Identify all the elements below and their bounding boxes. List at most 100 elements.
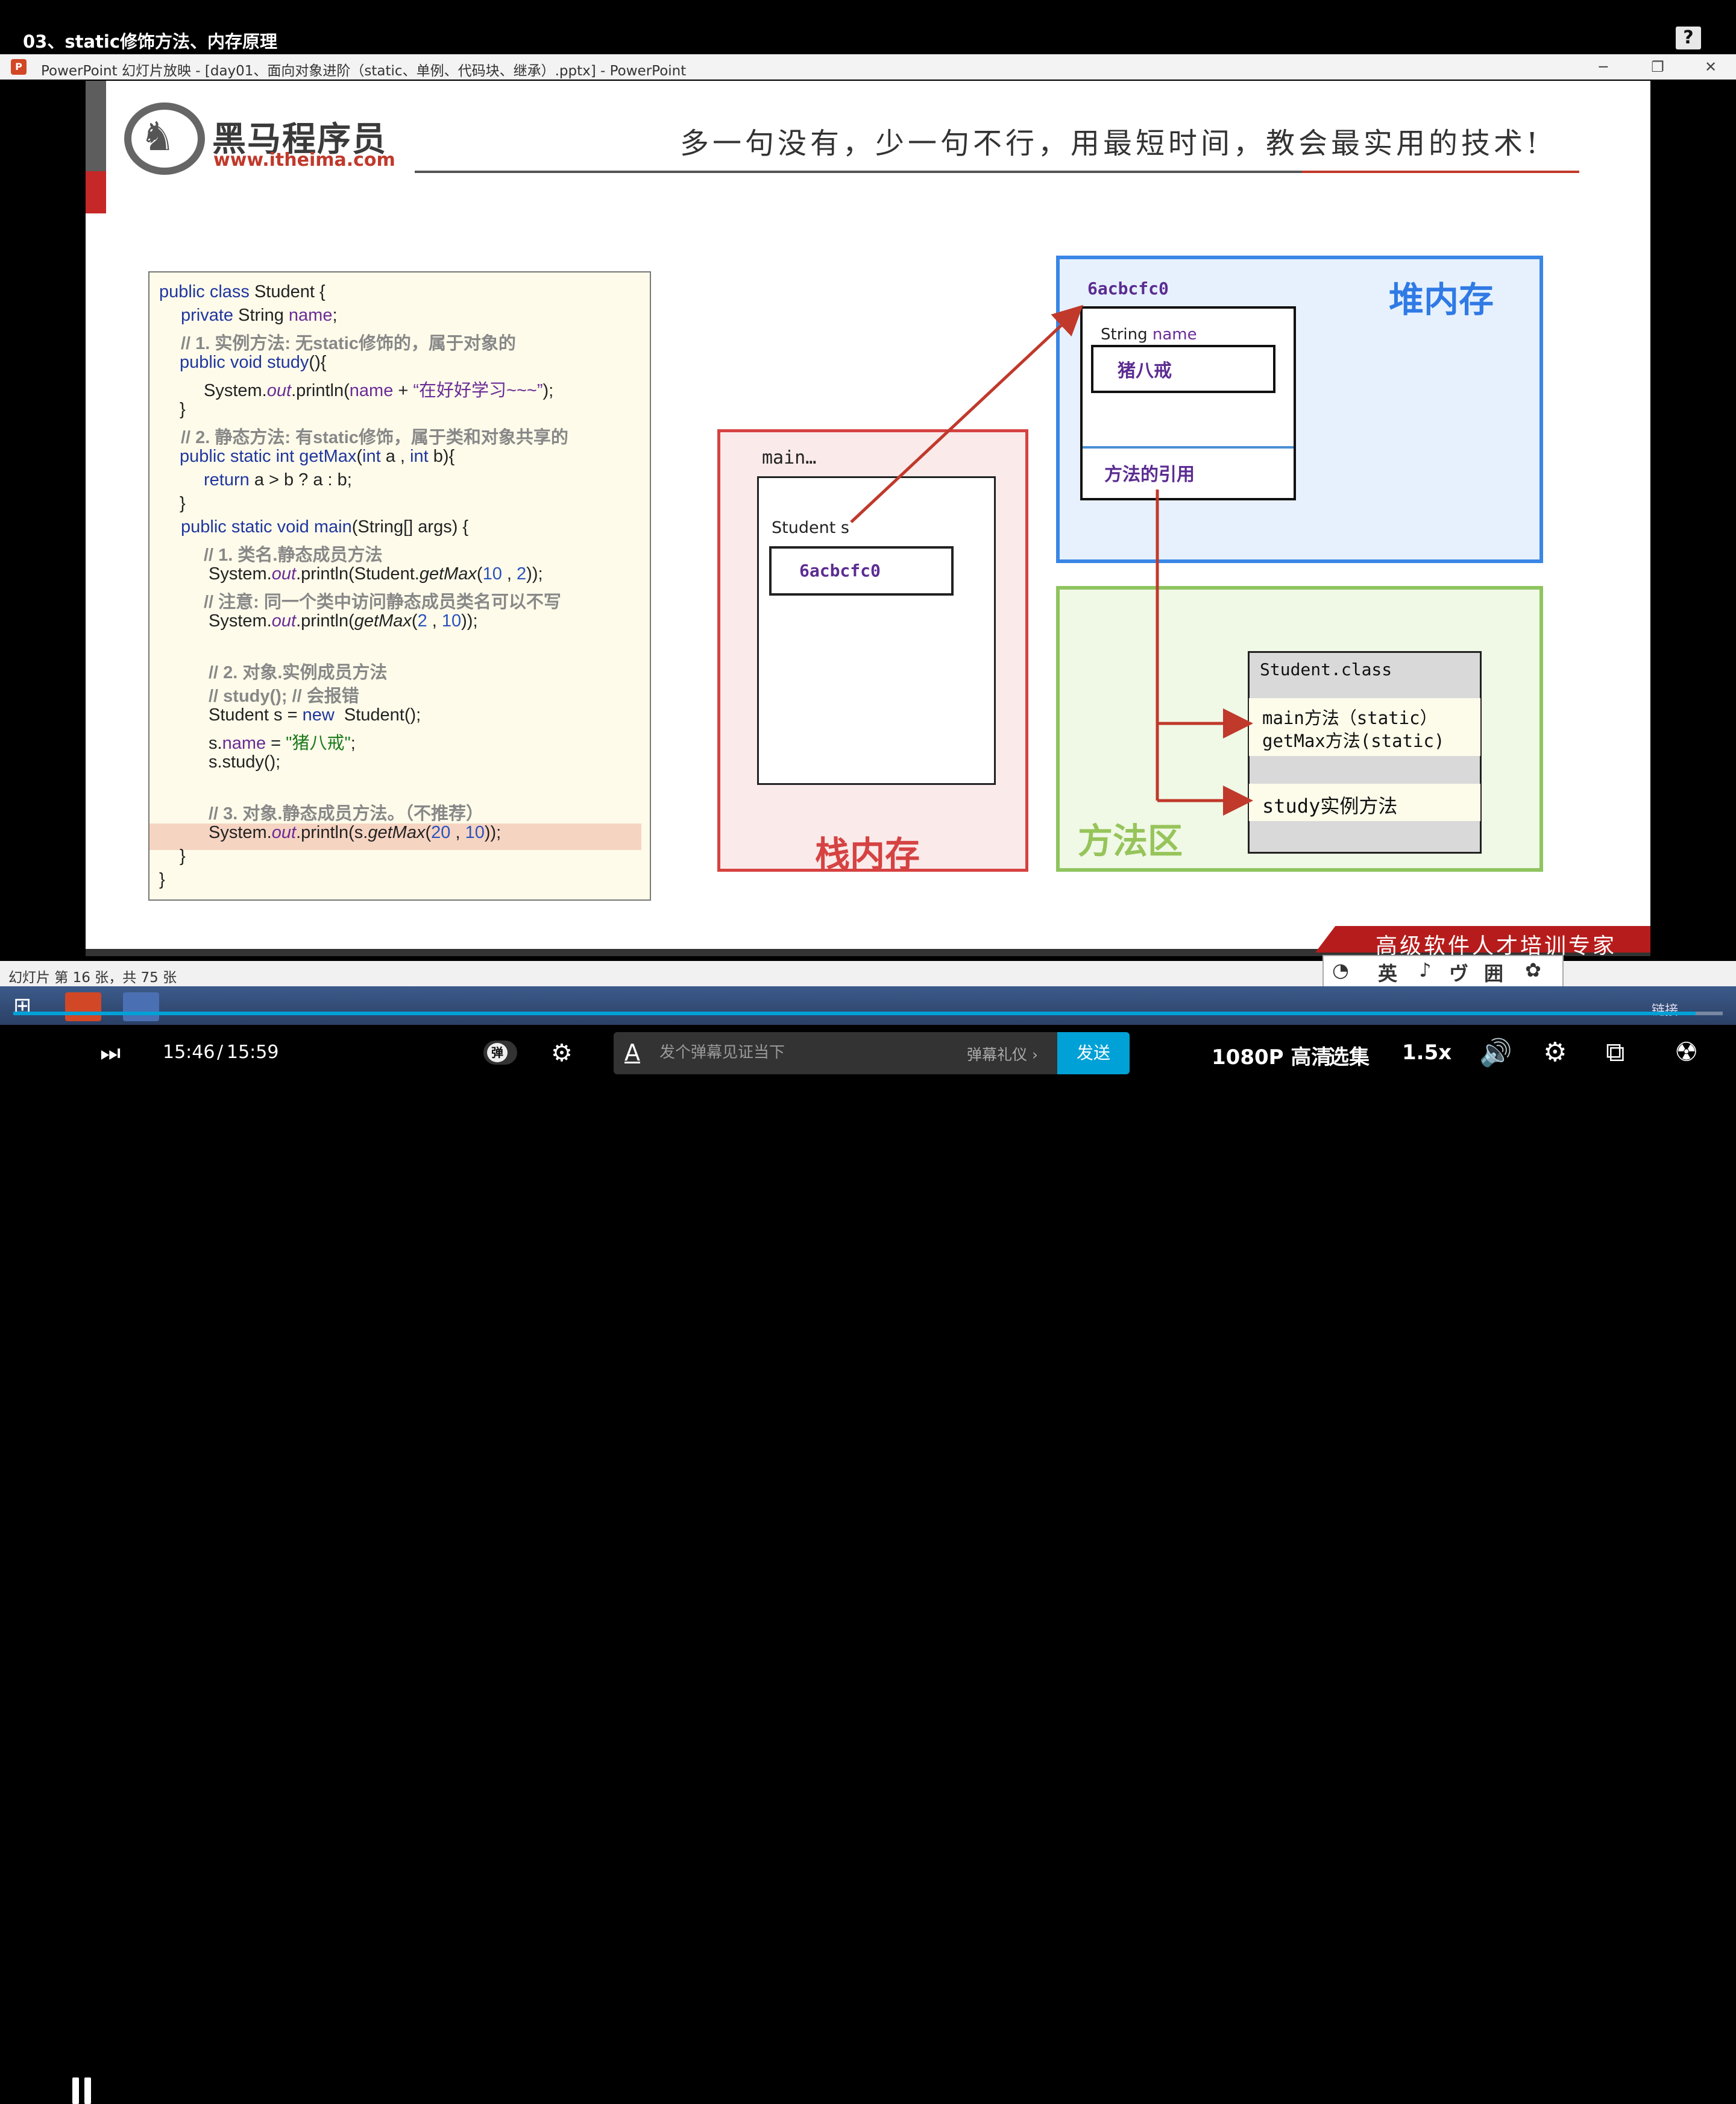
code-line: s.name = "猪八戒";: [209, 734, 356, 753]
reference-arrow-stack-to-heap: [850, 304, 1083, 523]
danmaku-input[interactable]: [659, 1035, 949, 1071]
logo-text: 黑马程序员: [212, 120, 387, 159]
heap-memory-label: 堆内存: [1389, 279, 1494, 320]
settings-gear-icon[interactable]: ⚙: [1543, 1037, 1567, 1068]
ime-logo-icon[interactable]: ◔: [1332, 959, 1349, 981]
ime-lang-toggle[interactable]: 英: [1378, 962, 1398, 985]
danmaku-toggle-knob[interactable]: 弹: [487, 1043, 508, 1062]
code-comment: // 注意: 同一个类中访问静态成员类名可以不写: [204, 593, 561, 612]
slide-footer-bar: [86, 949, 1650, 956]
taskbar-link-label[interactable]: 链接: [1652, 1003, 1679, 1018]
restore-icon: ❐: [1651, 58, 1664, 75]
stack-memory-label: 栈内存: [815, 834, 920, 875]
question-icon: ?: [1683, 27, 1694, 48]
heap-object-address: 6acbcfc0: [1087, 279, 1169, 298]
diagram-arrows: [850, 304, 1253, 816]
time-separator: /: [217, 1042, 224, 1063]
close-icon: ✕: [1704, 58, 1717, 75]
code-comment: // 3. 对象.静态成员方法。（不推荐）: [209, 804, 483, 824]
stack-variable-label: Student s: [772, 518, 849, 537]
slogan-underline-accent: [1302, 171, 1579, 173]
slide-decoration-accent: [86, 171, 106, 213]
window-title: PowerPoint 幻灯片放映 - [day01、面向对象进阶（static、…: [41, 63, 687, 79]
windows-taskbar: [0, 986, 1736, 1025]
code-line: return a > b ? a : b;: [204, 470, 352, 490]
code-line: }: [180, 846, 186, 866]
pause-button[interactable]: [35, 1038, 91, 2104]
method-area-label: 方法区: [1078, 820, 1183, 861]
code-comment: // 2. 对象.实例成员方法: [209, 663, 388, 682]
video-progress-fill: [13, 1012, 1696, 1015]
code-line: System.out.println(Student.getMax(10 , 2…: [209, 564, 543, 584]
restore-button[interactable]: ❐: [1640, 55, 1676, 78]
close-button[interactable]: ✕: [1693, 55, 1729, 78]
total-time: 15:59: [227, 1042, 279, 1063]
heap-object: [1080, 306, 1296, 500]
heap-object-divider: [1083, 446, 1294, 449]
fullscreen-icon[interactable]: ☢: [1675, 1037, 1699, 1068]
code-panel: [148, 271, 651, 901]
static-methods-section: [1249, 698, 1480, 756]
taskbar-powerpoint-icon[interactable]: [65, 992, 101, 1021]
code-line: }: [180, 400, 186, 419]
volume-icon[interactable]: 🔊: [1479, 1038, 1512, 1068]
code-line: }: [159, 870, 165, 889]
code-highlight-line: [149, 824, 641, 850]
minimize-button[interactable]: ─: [1585, 55, 1621, 78]
ime-punct-icon[interactable]: ヴ: [1449, 962, 1469, 985]
speed-selector[interactable]: 1.5x: [1402, 1041, 1452, 1065]
code-line: s.study();: [209, 752, 281, 772]
powerpoint-app-icon: P: [11, 59, 27, 75]
window-titlebar: [0, 54, 1736, 80]
current-time: 15:46: [163, 1042, 215, 1063]
ime-keyboard-icon[interactable]: 囲: [1484, 962, 1504, 985]
next-episode-icon[interactable]: ⏭: [100, 1039, 121, 1066]
slide-footer-text: 高级软件人才培训专家: [1376, 934, 1617, 959]
slide-decoration-bar: [86, 81, 106, 171]
quality-selector[interactable]: 1080P 高清: [1212, 1045, 1332, 1069]
code-line: public void study(){: [180, 353, 327, 372]
send-danmaku-button[interactable]: 发送: [1057, 1032, 1130, 1074]
danmaku-etiquette-link[interactable]: 弹幕礼仪 ›: [967, 1046, 1038, 1063]
code-line: private String name;: [181, 306, 338, 325]
code-line: public static int getMax(int a , int b){: [180, 447, 455, 466]
stack-frame-label: main…: [762, 447, 817, 468]
picture-in-picture-icon[interactable]: ⧉: [1606, 1037, 1625, 1068]
slide-counter: 幻灯片 第 16 张，共 75 张: [8, 970, 177, 986]
episodes-button[interactable]: 选集: [1329, 1045, 1370, 1069]
code-line: System.out.println(s.getMax(20 , 10));: [209, 823, 502, 842]
instance-method-study: study实例方法: [1262, 795, 1398, 817]
slide-footer-banner: [1315, 926, 1650, 953]
stack-variable-cell: [769, 546, 954, 596]
code-comment: // 2. 静态方法: 有static修饰，属于类和对象共享的: [181, 428, 568, 447]
help-button[interactable]: ?: [1676, 27, 1701, 49]
logo-url: www.itheima.com: [213, 150, 395, 171]
heap-field-cell: [1091, 345, 1275, 393]
heap-field-label: String name: [1101, 326, 1197, 344]
ime-settings-icon[interactable]: ✿: [1525, 959, 1541, 981]
danmaku-style-icon[interactable]: A: [624, 1039, 640, 1066]
code-line: public static void main(String[] args) {: [181, 517, 469, 537]
code-comment: // 1. 实例方法: 无static修饰的，属于对象的: [181, 334, 516, 353]
code-line: System.out.println(getMax(2 , 10));: [209, 611, 478, 631]
ime-moon-icon[interactable]: ♪: [1419, 959, 1432, 981]
class-file-name: Student.class: [1260, 660, 1392, 679]
stack-frame: [757, 476, 996, 785]
video-title: 03、static修饰方法、内存原理: [23, 31, 278, 52]
pause-icon: [84, 2077, 91, 2104]
danmaku-settings-icon[interactable]: ⚙: [551, 1039, 573, 1067]
code-comment: // study(); // 会报错: [209, 687, 359, 706]
code-line: public class Student {: [159, 282, 326, 301]
minimize-icon: ─: [1599, 58, 1608, 75]
heap-method-reference: 方法的引用: [1104, 464, 1195, 485]
horse-logo-icon: ♞: [140, 113, 176, 160]
code-line: }: [180, 494, 186, 513]
slide-slogan: 多一句没有，少一句不行，用最短时间，教会最实用的技术!: [680, 127, 1542, 160]
code-line: Student s = new Student();: [209, 705, 421, 725]
stack-variable-address: 6acbcfc0: [799, 561, 881, 581]
pause-icon: [72, 2077, 79, 2104]
code-line: System.out.println(name + “在好好学习~~~”);: [204, 381, 554, 400]
heap-field-value: 猪八戒: [1118, 361, 1172, 382]
slogan-underline: [415, 171, 1579, 173]
taskbar-app-icon[interactable]: [123, 992, 159, 1021]
